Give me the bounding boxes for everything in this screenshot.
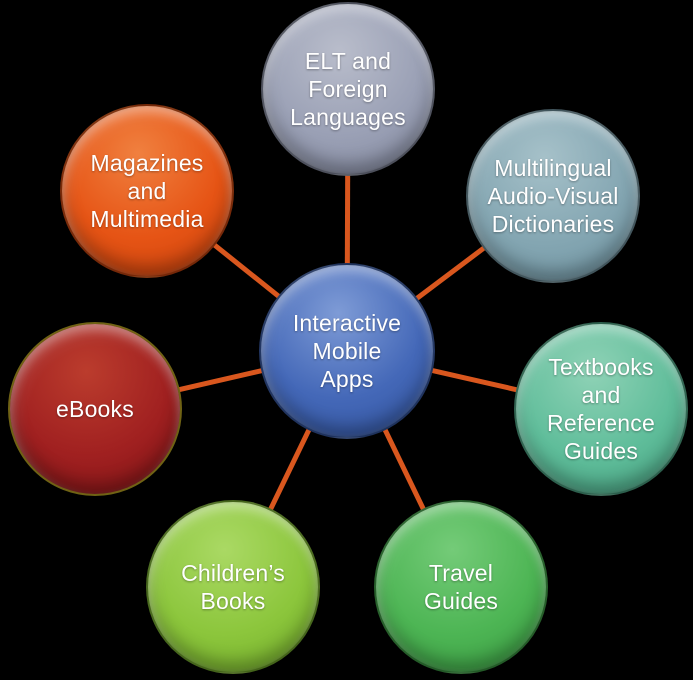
node-interactive-mobile-apps[interactable]: Interactive Mobile Apps — [259, 263, 435, 439]
node-label: Textbooks and Reference Guides — [547, 353, 655, 465]
node-elt-and-foreign-languages[interactable]: ELT and Foreign Languages — [261, 2, 435, 176]
node-label: Magazines and Multimedia — [90, 149, 204, 233]
node-label: Children’s Books — [181, 559, 285, 614]
node-label: Travel Guides — [423, 559, 499, 614]
node-label: Multilingual Audio-Visual Dictionaries — [487, 154, 619, 238]
node-travel-guides[interactable]: Travel Guides — [374, 500, 548, 674]
node-label: eBooks — [56, 395, 134, 422]
node-childrens-books[interactable]: Children’s Books — [146, 500, 320, 674]
node-label: ELT and Foreign Languages — [290, 47, 406, 131]
node-multilingual-audio-visual-dictionaries[interactable]: Multilingual Audio-Visual Dictionaries — [466, 109, 640, 283]
node-magazines-and-multimedia[interactable]: Magazines and Multimedia — [60, 104, 234, 278]
node-ebooks[interactable]: eBooks — [8, 322, 182, 496]
node-textbooks-and-reference-guides[interactable]: Textbooks and Reference Guides — [514, 322, 688, 496]
node-label: Interactive Mobile Apps — [292, 309, 402, 393]
